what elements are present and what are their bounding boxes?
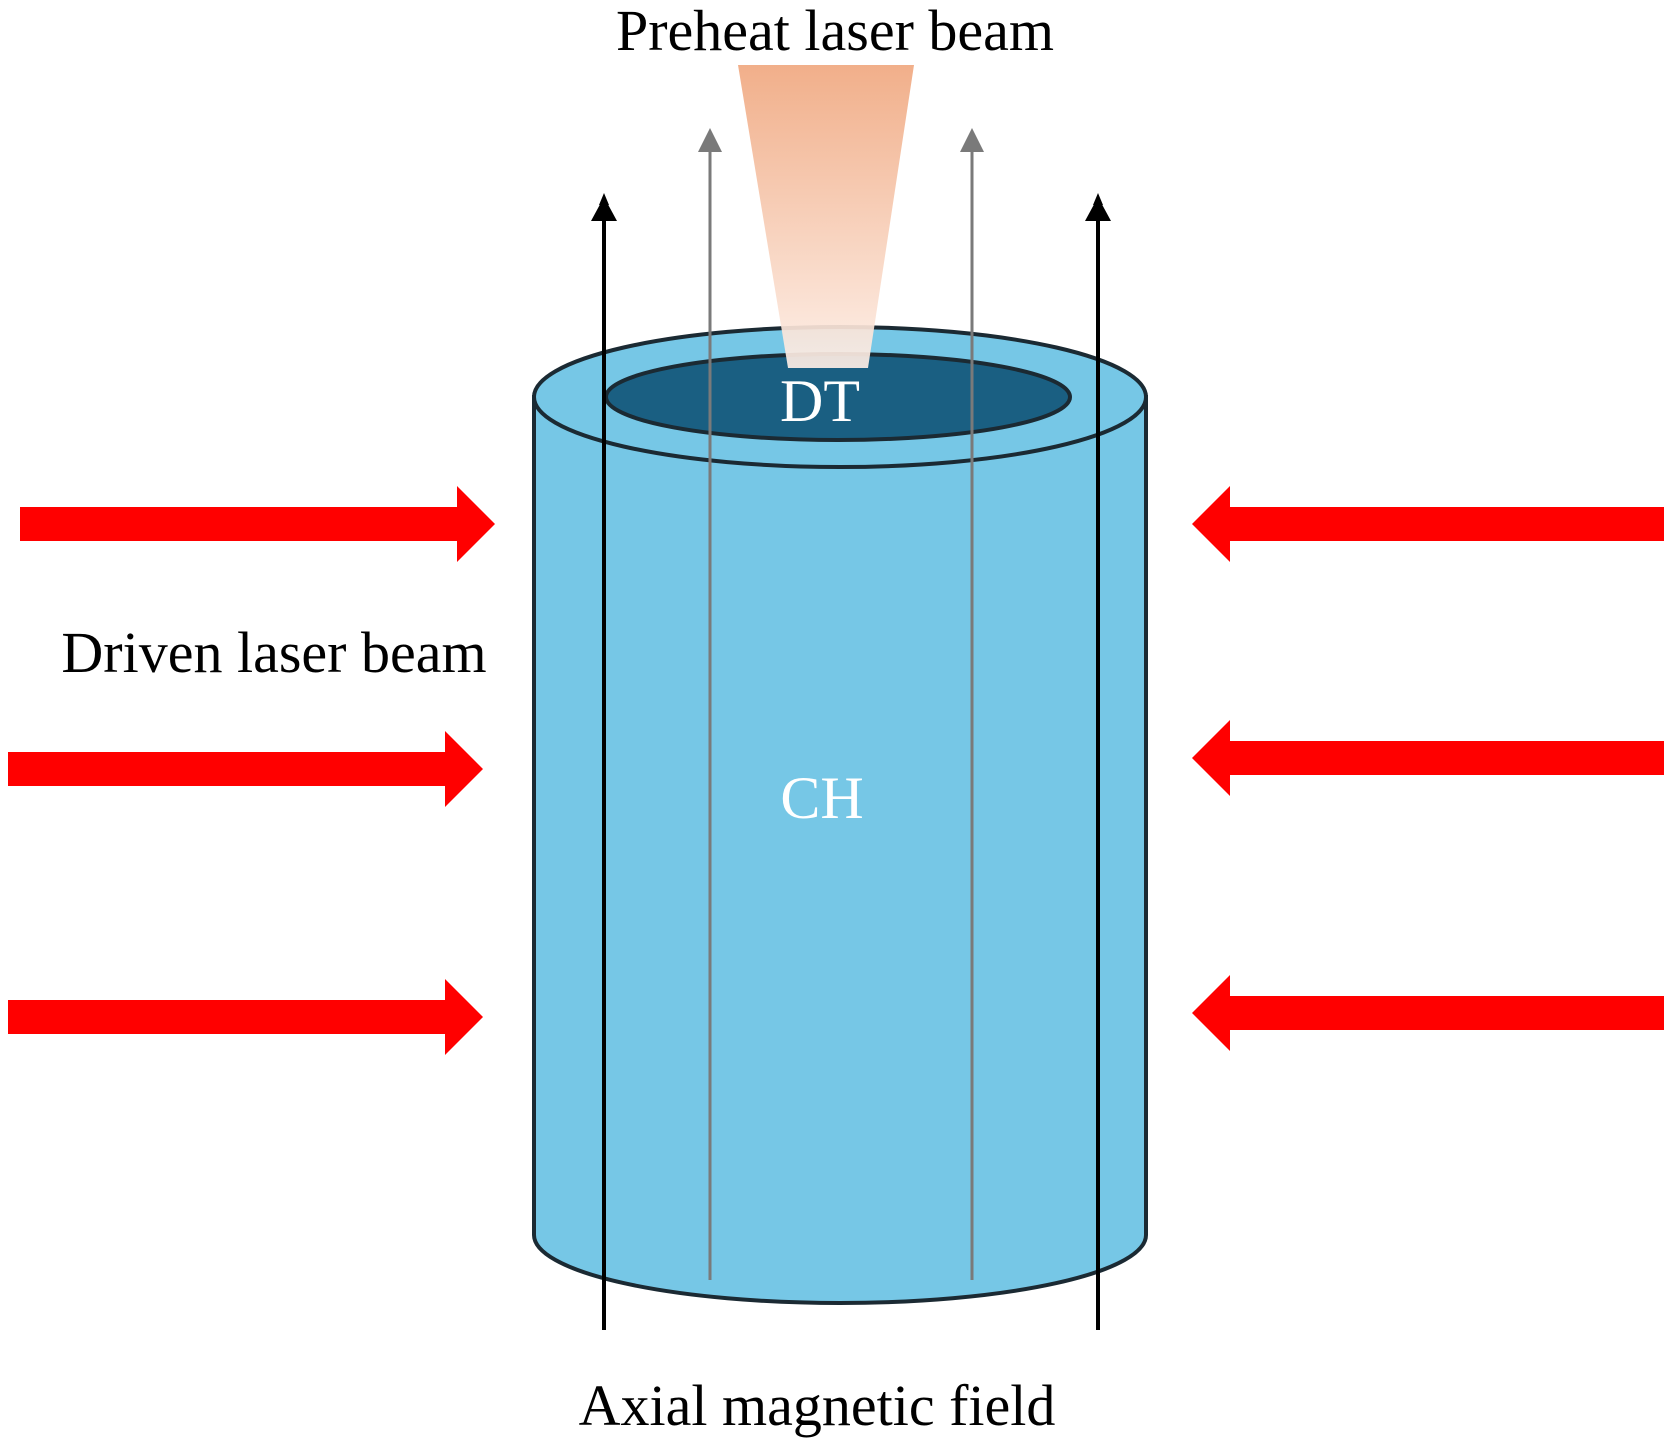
field-arrowhead-front-left xyxy=(591,197,617,221)
driven-laser-arrows-right xyxy=(1192,486,1664,1051)
driven-label: Driven laser beam xyxy=(61,620,486,685)
driven-arrow-right-1 xyxy=(1192,486,1664,562)
driven-arrow-left-3 xyxy=(8,979,483,1055)
axial-field-lines xyxy=(591,128,1111,1330)
dt-label: DT xyxy=(780,368,860,434)
ch-label: CH xyxy=(780,765,863,831)
driven-arrow-left-2 xyxy=(8,731,483,807)
driven-laser-arrows-left xyxy=(8,486,495,1055)
preheat-laser-cone xyxy=(738,65,914,368)
field-arrowhead-front-right xyxy=(1085,197,1111,221)
cylinder-body xyxy=(532,395,1148,1305)
field-label: Axial magnetic field xyxy=(579,1373,1056,1438)
driven-arrow-right-2 xyxy=(1192,720,1664,796)
driven-arrow-left-1 xyxy=(20,486,495,562)
preheat-label: Preheat laser beam xyxy=(616,0,1054,63)
driven-arrow-right-3 xyxy=(1192,975,1664,1051)
